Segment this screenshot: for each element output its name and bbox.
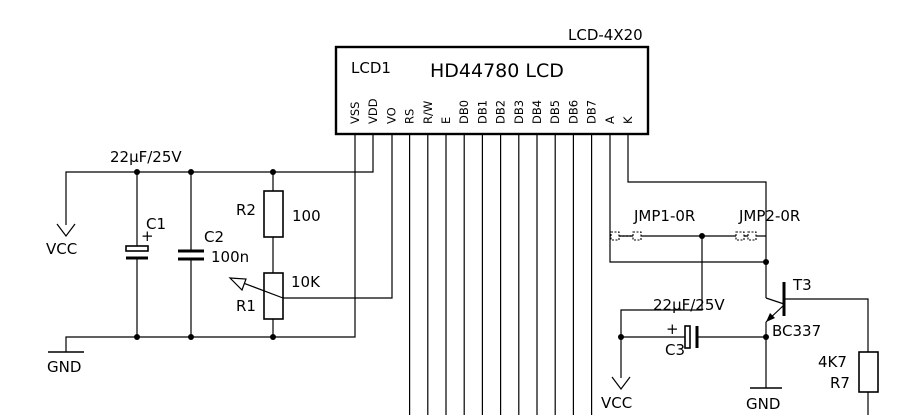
r1-arrowhead <box>228 277 247 292</box>
r1-value: 10K <box>291 273 321 291</box>
r1-ref: R1 <box>236 297 256 315</box>
lcd-pin-leads <box>409 134 593 415</box>
lcd-pin-label: DB7 <box>585 100 599 124</box>
lcd-pin-label: RS <box>403 109 417 124</box>
c2-value: 100n <box>211 248 249 266</box>
lcd-pin-label: DB2 <box>494 100 508 124</box>
resistor-r2: R2 100 <box>236 172 321 273</box>
c3-value: 22µF/25V <box>653 296 725 314</box>
lcd-pin-label: A <box>603 116 617 124</box>
t3-base-wire <box>784 298 869 352</box>
gnd-label-right: GND <box>746 395 780 413</box>
r2-value: 100 <box>292 207 321 225</box>
lcd-pin-label: DB5 <box>548 100 562 124</box>
lcd-name-label: HD44780 LCD <box>430 60 564 82</box>
gnd-rail-wire <box>65 134 356 352</box>
gnd-symbol-right: GND <box>746 387 782 413</box>
r7-ref: R7 <box>830 374 850 392</box>
lcd-type-label: LCD-4X20 <box>568 26 643 44</box>
lcd-pin-label: DB6 <box>566 100 580 124</box>
contrast-network: VCC GND + C1 22µF/25V C2 100n <box>46 134 393 376</box>
jmp2-ref: JMP2-0R <box>738 207 800 225</box>
lcd-pin-label: R/W <box>421 101 435 124</box>
capacitor-c2: C2 100n <box>178 172 249 337</box>
t3-value: BC337 <box>772 322 821 340</box>
transistor-t3: T3 BC337 <box>765 276 869 388</box>
vcc-rail-wire <box>65 134 374 225</box>
lcd-pin-label: DB1 <box>475 100 489 124</box>
lcd-body <box>334 45 650 136</box>
c1-ref: C1 <box>146 215 166 233</box>
anode-wire <box>609 134 766 263</box>
c3-polarity: + <box>666 320 679 338</box>
r2-ref: R2 <box>236 201 256 219</box>
vcc-symbol-right: VCC <box>601 376 632 412</box>
backlight-driver: JMP1-0R JMP2-0R VCC + C3 22µF/25V <box>601 134 879 415</box>
c1-value: 22µF/25V <box>110 148 182 166</box>
capacitor-c3: + C3 22µF/25V <box>621 296 766 359</box>
c1-polarity: + <box>141 227 154 245</box>
gnd-label-left: GND <box>47 358 81 376</box>
vcc-right-wire <box>620 236 703 378</box>
lcd-ref-label: LCD1 <box>351 59 391 77</box>
lcd-pin-label: E <box>439 117 453 124</box>
lcd-pin-label: VDD <box>366 98 380 124</box>
lcd-module: LCD-4X20 LCD1 HD44780 LCD VSS VDD VO RS R/W E… <box>334 26 650 136</box>
lcd-pin-label: VSS <box>348 102 362 124</box>
resistor-r7: 4K7 R7 <box>818 351 879 415</box>
jmp1-ref: JMP1-0R <box>633 207 695 225</box>
lcd-pin-label: DB4 <box>530 100 544 124</box>
gnd-symbol-left: GND <box>47 351 84 376</box>
capacitor-c1: + C1 22µF/25V <box>110 148 182 337</box>
vcc-symbol-left: VCC <box>46 223 77 258</box>
jumper-jmp1: JMP1-0R <box>610 207 695 241</box>
c2-ref: C2 <box>204 228 224 246</box>
lcd-pin-label: VO <box>384 107 398 124</box>
lcd-pin-label: DB0 <box>457 100 471 124</box>
c3-ref: C3 <box>665 341 685 359</box>
vcc-label-right: VCC <box>601 394 632 412</box>
lcd-pin-label: K <box>621 116 635 124</box>
vcc-label-left: VCC <box>46 240 77 258</box>
lcd-pin-label: DB3 <box>512 100 526 124</box>
jumper-jmp2: JMP2-0R <box>735 207 800 241</box>
cathode-wire <box>627 134 767 236</box>
potentiometer-r1: R1 10K <box>228 272 321 337</box>
t3-ref: T3 <box>792 276 812 294</box>
vo-wire <box>282 134 393 299</box>
r7-value: 4K7 <box>818 353 847 371</box>
